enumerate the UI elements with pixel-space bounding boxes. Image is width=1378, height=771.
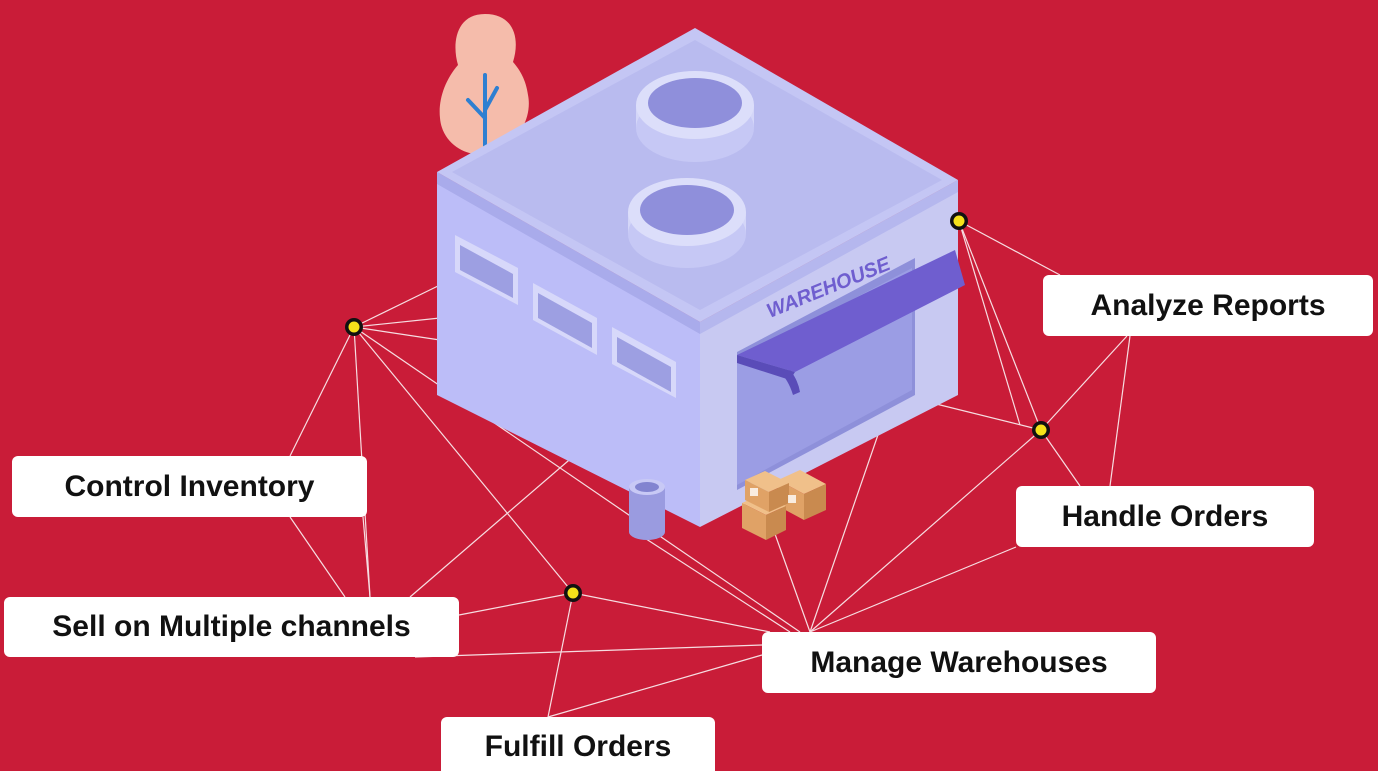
node-label-handle-orders: Handle Orders [1016,486,1314,547]
node-label-analyze-reports: Analyze Reports [1043,275,1373,336]
roof-vent-icon [628,178,746,268]
connector-lines [289,220,1131,718]
node-label-control-inventory: Control Inventory [12,456,367,517]
node-label-sell-multiple-channels: Sell on Multiple channels [4,597,459,657]
cardboard-boxes-icon [742,470,826,540]
roof-vent-icon [636,71,754,162]
tree-icon [439,14,529,155]
barrel-icon [629,479,665,540]
node-label-fulfill-orders: Fulfill Orders [441,717,715,771]
warehouse-building-icon: WAREHOUSE [437,28,965,527]
node-label-manage-warehouses: Manage Warehouses [762,632,1156,693]
network-nodes [345,212,1050,602]
